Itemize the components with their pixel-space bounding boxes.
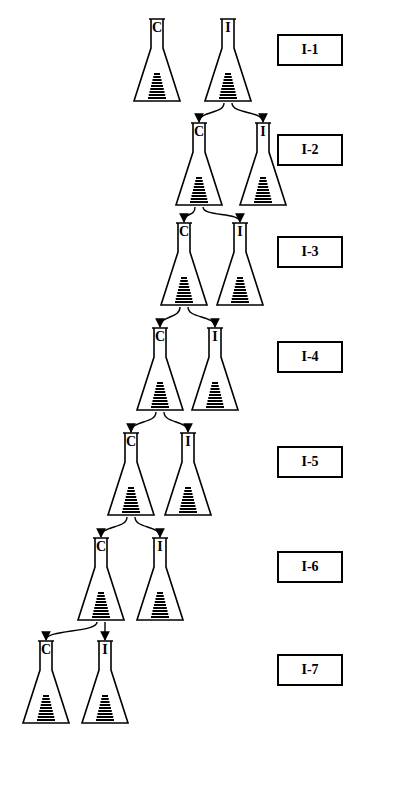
- transfer-arrow: [131, 412, 156, 432]
- flask: I: [190, 327, 240, 412]
- flask: C: [132, 18, 182, 103]
- flask: C: [21, 640, 71, 725]
- stage-box: I-3: [277, 236, 343, 268]
- flask-label: C: [76, 540, 126, 554]
- flask-label: I: [163, 435, 213, 449]
- flask: I: [215, 222, 265, 307]
- flask: I: [80, 640, 130, 725]
- stage-box: I-1: [277, 34, 343, 66]
- transfer-arrow: [135, 517, 160, 537]
- flask-label: C: [174, 125, 224, 139]
- flask: C: [159, 222, 209, 307]
- stage-label: I-2: [301, 142, 318, 158]
- flask: C: [106, 432, 156, 517]
- transfer-arrow: [232, 103, 263, 122]
- flask-label: I: [80, 643, 130, 657]
- stage-label: I-7: [301, 662, 318, 678]
- stage-box: I-6: [277, 551, 343, 583]
- flask-label: C: [21, 643, 71, 657]
- transfer-arrow: [104, 622, 105, 640]
- flask-label: C: [132, 21, 182, 35]
- flask-label: C: [159, 225, 209, 239]
- stage-box: I-4: [277, 341, 343, 373]
- flask: I: [135, 537, 185, 622]
- transfer-arrow: [188, 307, 215, 327]
- stage-label: I-1: [301, 42, 318, 58]
- flask-label: I: [190, 330, 240, 344]
- transfer-arrow: [184, 207, 195, 222]
- flask: I: [163, 432, 213, 517]
- flask: C: [135, 327, 185, 412]
- flask-label: I: [203, 21, 253, 35]
- flask-label: I: [135, 540, 185, 554]
- transfer-arrow: [160, 307, 180, 327]
- flask-label: C: [135, 330, 185, 344]
- flask-label: I: [215, 225, 265, 239]
- transfer-arrow: [101, 517, 127, 537]
- stage-label: I-4: [301, 349, 318, 365]
- flask: I: [203, 18, 253, 103]
- flask: C: [174, 122, 224, 207]
- transfer-arrow: [199, 103, 224, 122]
- stage-label: I-3: [301, 244, 318, 260]
- stage-label: I-5: [301, 454, 318, 470]
- stage-box: I-7: [277, 654, 343, 686]
- transfer-arrow: [203, 207, 240, 222]
- stage-box: I-2: [277, 134, 343, 166]
- transfer-arrow: [46, 622, 97, 640]
- flask-label: C: [106, 435, 156, 449]
- stage-label: I-6: [301, 559, 318, 575]
- transfer-arrow: [164, 412, 188, 432]
- stage-box: I-5: [277, 446, 343, 478]
- flask: C: [76, 537, 126, 622]
